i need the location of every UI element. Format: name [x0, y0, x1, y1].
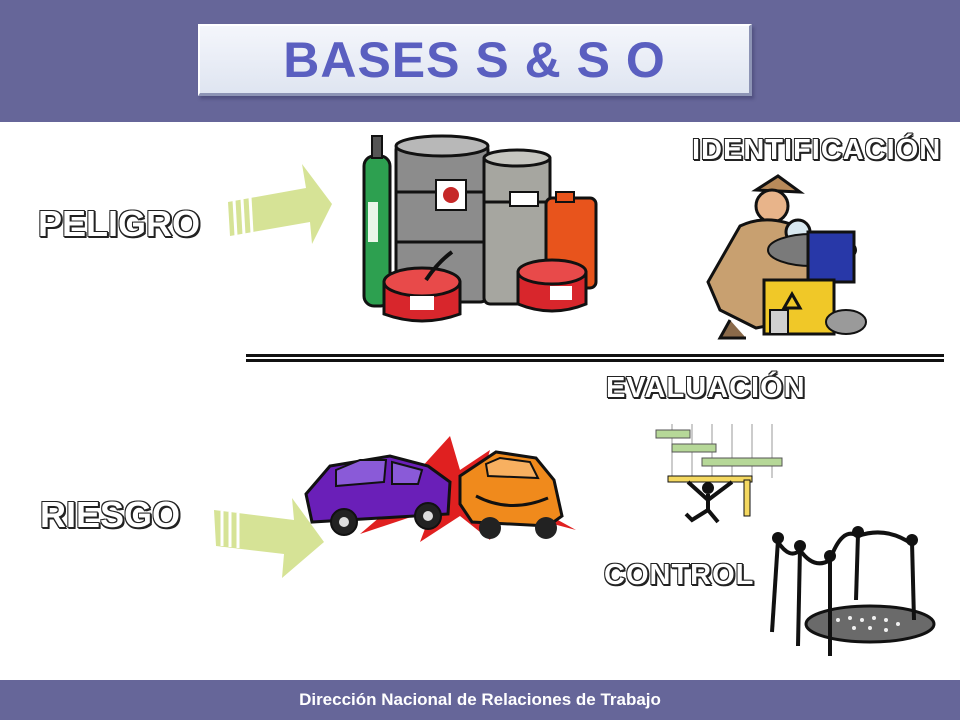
- hazard-label: PELIGRO: [38, 203, 201, 244]
- measuring-figure-icon: [655, 424, 783, 524]
- identification-label: IDENTIFICACIÓN: [692, 134, 942, 166]
- arrow-right-icon: [214, 498, 324, 578]
- barrier-manhole-icon: [770, 526, 936, 656]
- footer-text: Dirección Nacional de Relaciones de Trab…: [299, 690, 661, 709]
- risk-label: RIESGO: [40, 494, 181, 535]
- footer-band: Dirección Nacional de Relaciones de Trab…: [0, 680, 960, 720]
- evaluation-label: EVALUACIÓN: [606, 372, 806, 404]
- car-crash-icon: [304, 436, 576, 542]
- arrow-right-icon: [228, 164, 332, 244]
- control-label: CONTROL: [604, 559, 755, 591]
- detective-icon: [706, 174, 867, 340]
- hazardous-containers-icon: [362, 134, 598, 323]
- title-box: BASES S & S O: [198, 24, 752, 96]
- section-divider: [246, 354, 944, 362]
- page-title: BASES S & S O: [283, 31, 666, 88]
